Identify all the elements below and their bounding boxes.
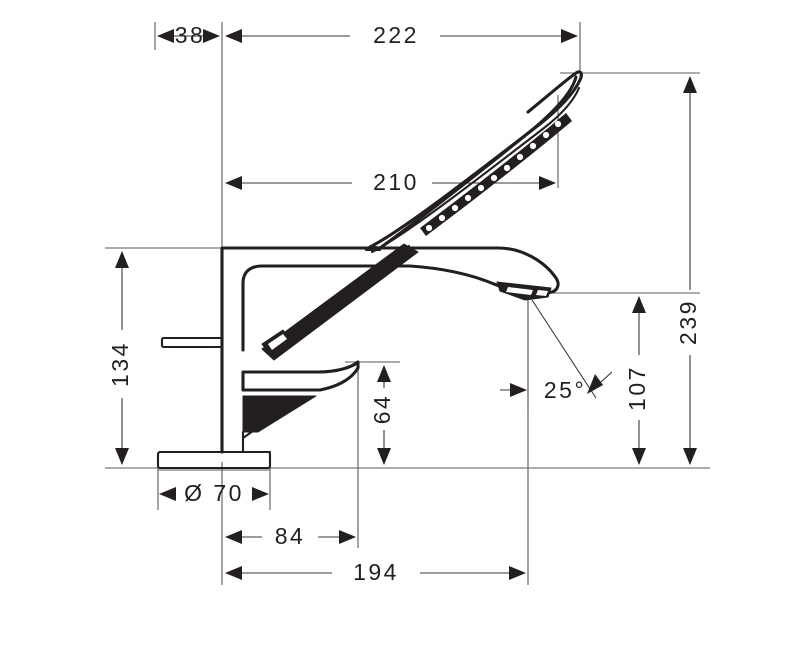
dimension-194-label: 194: [353, 559, 399, 585]
lever-handle: [241, 243, 419, 454]
handshower-nozzle-row: [420, 113, 572, 236]
dimension-25-degrees-label: 25°: [544, 377, 586, 403]
dimension-222: 222: [225, 22, 578, 48]
body-side-tab: [160, 336, 224, 349]
dimension-38-label: 38: [175, 22, 206, 48]
dimension-64-label: 64: [369, 394, 395, 425]
dimension-194: 194: [225, 559, 526, 585]
dimension-107: 107: [624, 296, 650, 465]
dimension-134: 134: [107, 251, 133, 465]
dimension-84-label: 84: [275, 523, 306, 549]
base-plate: [156, 450, 272, 470]
extension-lines: [105, 22, 710, 585]
dimension-134-label: 134: [107, 341, 133, 387]
handshower: [364, 70, 583, 254]
dimension-210-label: 210: [373, 169, 419, 195]
dimension-diameter-70-label: Ø 70: [184, 480, 244, 506]
dimension-diameter-70: Ø 70: [159, 480, 269, 506]
dimension-64: 64: [369, 365, 395, 465]
dimension-222-label: 222: [373, 22, 419, 48]
dimension-239-label: 239: [675, 299, 701, 345]
dimension-107-label: 107: [624, 365, 650, 411]
dimension-38: 38: [157, 22, 220, 48]
spout-aerator: [496, 281, 552, 301]
dimension-210: 210: [225, 169, 556, 195]
faucet-body-outline: [220, 246, 560, 454]
dimension-25-degrees: 25°: [500, 299, 613, 403]
dimension-239: 239: [675, 76, 701, 465]
dimension-84: 84: [225, 523, 356, 549]
faucet-assembly: [156, 70, 583, 470]
